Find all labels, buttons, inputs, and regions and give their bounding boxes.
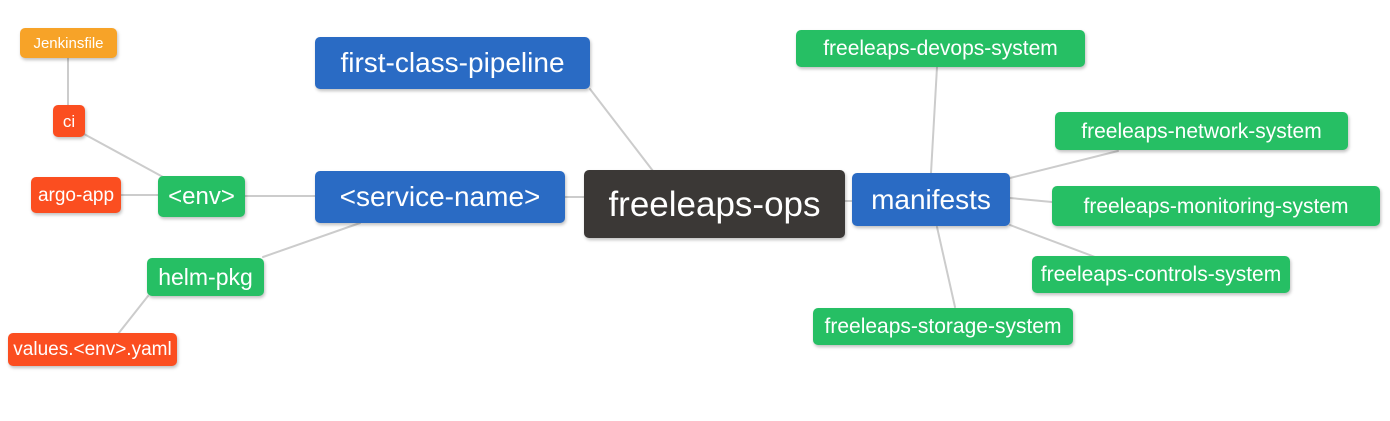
edge-manifests-devops-system [930, 66, 938, 174]
edge-first-class-pipeline-ops [589, 88, 654, 172]
edge-ci-env [83, 133, 164, 178]
node-freeleaps-monitoring-system[interactable]: freeleaps-monitoring-system [1052, 186, 1380, 226]
edge-helm-pkg-values-env-yaml [117, 295, 149, 335]
node-jenkinsfile[interactable]: Jenkinsfile [20, 28, 117, 58]
node-env[interactable]: <env> [158, 176, 245, 217]
node-freeleaps-controls-system[interactable]: freeleaps-controls-system [1032, 256, 1290, 293]
node-values-env-yaml[interactable]: values.<env>.yaml [8, 333, 177, 366]
node-freeleaps-ops[interactable]: freeleaps-ops [584, 170, 845, 238]
node-freeleaps-devops-system[interactable]: freeleaps-devops-system [796, 30, 1085, 67]
node-ci[interactable]: ci [53, 105, 85, 137]
edge-manifests-monitoring-system [1009, 197, 1053, 203]
edge-manifests-storage-system [936, 226, 956, 308]
node-freeleaps-network-system[interactable]: freeleaps-network-system [1055, 112, 1348, 150]
edge-manifests-controls-system [1009, 224, 1096, 258]
node-argo-app[interactable]: argo-app [31, 177, 121, 213]
node-service-name[interactable]: <service-name> [315, 171, 565, 223]
node-freeleaps-storage-system[interactable]: freeleaps-storage-system [813, 308, 1073, 345]
node-manifests[interactable]: manifests [852, 173, 1010, 226]
edge-manifests-network-system [1009, 150, 1119, 179]
node-helm-pkg[interactable]: helm-pkg [147, 258, 264, 296]
edge-service-name-helm-pkg [262, 222, 361, 258]
node-first-class-pipeline[interactable]: first-class-pipeline [315, 37, 590, 89]
